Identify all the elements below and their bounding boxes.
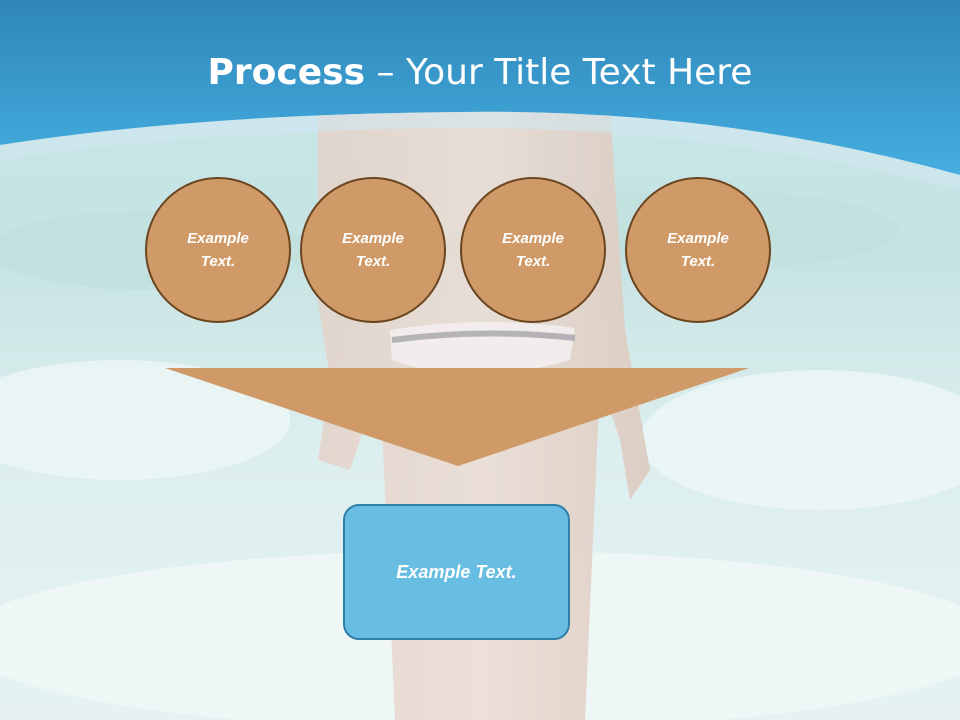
step-circle-4: Example Text. xyxy=(625,177,771,323)
title-rest: Your Title Text Here xyxy=(405,52,753,93)
step-label-4: Example Text. xyxy=(667,230,729,270)
funnel-arrow xyxy=(165,368,749,466)
step-circle-1: Example Text. xyxy=(145,177,291,323)
step-circle-3: Example Text. xyxy=(460,177,606,323)
title-separator: – xyxy=(365,52,406,93)
step-label-2: Example Text. xyxy=(342,230,404,270)
title-bold: Process xyxy=(207,52,366,93)
result-box: Example Text. xyxy=(343,504,570,640)
step-label-3: Example Text. xyxy=(502,230,564,270)
page-title: Process – Your Title Text Here xyxy=(0,52,960,93)
result-label: Example Text. xyxy=(396,561,517,582)
step-circle-2: Example Text. xyxy=(300,177,446,323)
step-label-1: Example Text. xyxy=(187,230,249,270)
